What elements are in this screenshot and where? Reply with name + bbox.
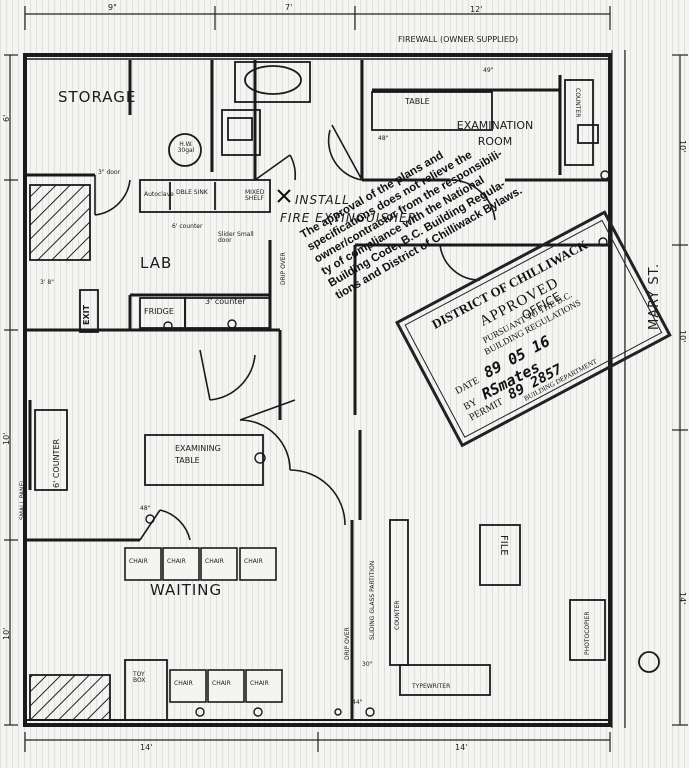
door-3-label: 3" door [98, 169, 121, 176]
door-width-2: 48" [378, 135, 389, 142]
chair-label-1: CHAIR [129, 558, 148, 565]
dim-left-2: 10' [2, 432, 11, 445]
counter-3-label: 3' counter [205, 297, 246, 306]
counter-3ft [184, 297, 271, 329]
table-exam-room [371, 91, 493, 131]
examining-table-label: EXAMINING TABLE [175, 444, 221, 465]
drip-over-label-2: DRIP OVER [344, 627, 351, 660]
chair-label-6: CHAIR [212, 680, 231, 687]
chair-label-4: CHAIR [244, 558, 263, 565]
toilet-box [221, 109, 261, 156]
door-width-6: 44" [352, 699, 363, 706]
drip-over-label-1: DRIP OVER [280, 252, 287, 285]
room-waiting: WAITING [150, 581, 223, 599]
small-panel-label: SMALL PANEL [19, 479, 26, 520]
door-width-4: 48" [140, 505, 151, 512]
chair-label-7: CHAIR [250, 680, 269, 687]
interior-walls [25, 60, 610, 720]
counter-label: COUNTER [394, 600, 401, 630]
exit-sign: EXIT [82, 304, 91, 325]
hatched-stair [29, 184, 91, 261]
slider-door-label: Slider Small door [218, 231, 254, 244]
exam-counter [564, 79, 594, 166]
toy-box-label: TOY BOX [133, 671, 146, 684]
toilet-inner [227, 117, 253, 141]
room-storage: STORAGE [58, 88, 137, 106]
dim-right-2: 10' [678, 330, 687, 343]
dim-top-2: 7' [285, 3, 293, 12]
exterior-walls [23, 53, 612, 727]
hot-water-label: H.W. 30gal [177, 141, 195, 154]
fire-extinguisher-label: FIRE EXTINGUISHER [280, 211, 418, 225]
exam-box [577, 124, 599, 144]
table-label: TABLE [405, 97, 430, 106]
photocopier-label: PHOTOCOPIER [584, 611, 591, 656]
door-swings [94, 124, 496, 541]
dim-left-3: 10' [2, 627, 11, 640]
fridge-label: FRIDGE [144, 307, 174, 316]
hatched-corner [29, 674, 111, 721]
dim-right-1: 10' [678, 140, 687, 153]
counter-6ft-wall [34, 409, 68, 491]
counter-6-label: 6' counter [172, 223, 203, 230]
bathtub-oval [244, 65, 302, 95]
install-mark [277, 189, 291, 203]
water-heater [168, 133, 202, 167]
mixed-shelf-label: MIXED SHELF [245, 189, 265, 202]
counter-long [389, 519, 409, 666]
dim-top-3: 12' [470, 5, 483, 14]
dim-bottom-1: 14' [140, 743, 153, 752]
fixtures [29, 61, 606, 721]
chair-label-5: CHAIR [174, 680, 193, 687]
firewall-label: FIREWALL (OWNER SUPPLIED) [398, 35, 519, 44]
install-label: INSTALL [295, 193, 350, 207]
exit-sign-box [79, 289, 99, 333]
street-circle [638, 651, 660, 673]
door-width-5: 30" [362, 661, 373, 668]
counter-6-wall-label: 6' COUNTER [52, 438, 61, 488]
lab-counter [139, 179, 271, 213]
typewriter-label: TYPEWRITER [412, 683, 451, 690]
autoclave-label: Autoclave [144, 191, 174, 198]
double-sink-label: DBLE SINK [176, 189, 208, 196]
tub-outline [234, 61, 311, 103]
door-width-1: 49" [483, 67, 494, 74]
chair-label-3: CHAIR [205, 558, 224, 565]
typewriter-desk [399, 664, 491, 696]
room-lab: LAB [140, 254, 173, 272]
dim-right-3: 14' [678, 592, 687, 605]
photocopier [569, 599, 606, 661]
dim-left-1: 6' [2, 114, 11, 122]
chair-label-2: CHAIR [167, 558, 186, 565]
toy-box [124, 659, 168, 721]
sliding-partition-label: SLIDING GLASS PARTITION [369, 560, 376, 640]
door-width-3: 3' 8" [40, 279, 54, 286]
room-examination: EXAMINATION ROOM [456, 119, 534, 148]
room-file: FILE [498, 535, 509, 556]
chairs [124, 547, 283, 703]
file-cabinet [479, 524, 521, 586]
examining-table [144, 434, 264, 486]
dim-top-1: 9" [108, 3, 117, 12]
outlet-symbols [145, 170, 660, 717]
dim-bottom-2: 14' [455, 743, 468, 752]
